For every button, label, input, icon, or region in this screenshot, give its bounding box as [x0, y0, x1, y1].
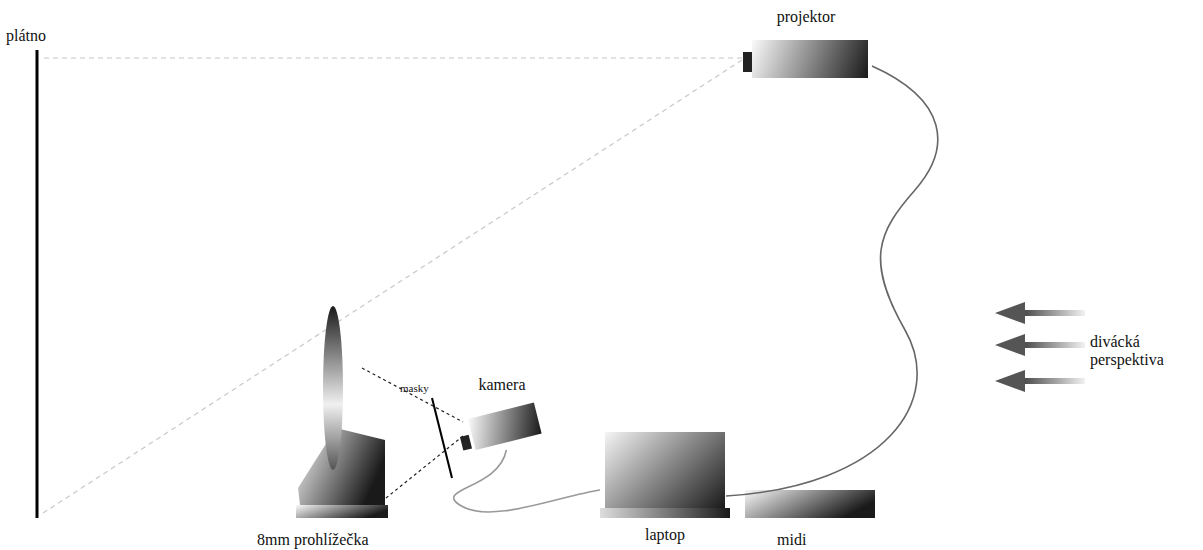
camera-shape	[460, 435, 472, 451]
laptop: laptop	[600, 432, 730, 544]
laptop-shape	[600, 508, 730, 518]
viewer-lens	[323, 306, 343, 470]
viewer-label: 8mm prohlížečka	[257, 531, 369, 549]
view-ray	[362, 368, 463, 422]
mask-label: masky	[400, 382, 429, 395]
screen-line	[36, 50, 39, 518]
screen-label: plátno	[6, 27, 46, 45]
midi-label: midi	[777, 531, 806, 549]
projector: projektor	[740, 8, 872, 80]
device-label: projektor	[740, 8, 872, 26]
device-label: laptop	[600, 526, 730, 544]
camera: kamera	[458, 376, 546, 450]
viewer-body	[298, 428, 385, 505]
camera-shape	[468, 403, 542, 451]
midi-controller	[745, 490, 875, 518]
projector-shape	[752, 40, 868, 78]
device-label: kamera	[458, 376, 546, 394]
mask-plate	[432, 398, 452, 478]
laptop-shape	[605, 432, 725, 508]
cable	[454, 450, 600, 512]
projection-ray	[40, 60, 742, 515]
viewer-base	[296, 505, 388, 518]
cable	[726, 66, 938, 496]
audience-label: divácká perspektiva	[1090, 333, 1185, 369]
view-ray	[386, 436, 463, 498]
projection-ray	[40, 57, 742, 58]
viewer-arrows	[995, 302, 1085, 392]
